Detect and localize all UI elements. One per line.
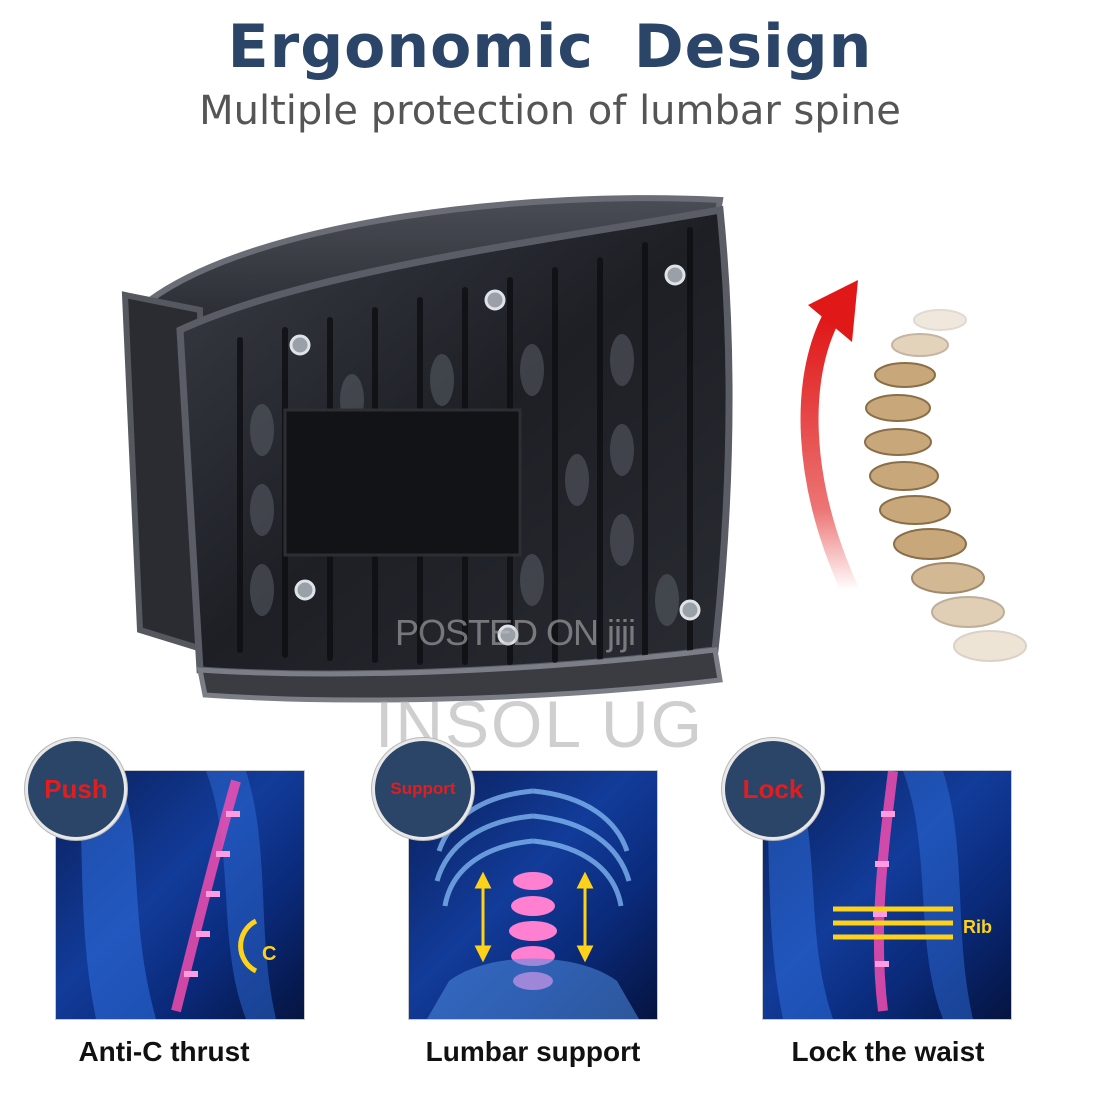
badge-lock: Lock [722, 738, 824, 840]
caption-anti-c: Anti-C thrust [78, 1036, 250, 1067]
badge-support: Support [372, 738, 474, 840]
watermark-posted: POSTED ON jiji [395, 612, 636, 653]
page-subtitle: Multiple protection of lumbar spine [199, 88, 901, 134]
ribcage-icon [427, 788, 639, 1019]
caption-lock-waist: Lock the waist [791, 1036, 985, 1067]
caption-lumbar-support: Lumbar support [425, 1036, 641, 1067]
feature-panel-lock: Rib [762, 770, 1012, 1020]
lumbar-belt-image [121, 195, 733, 703]
badge-push-label: Push [44, 773, 108, 804]
feature-panel-support [408, 770, 658, 1020]
badge-lock-label: Lock [742, 773, 804, 804]
badge-push: Push [25, 738, 127, 840]
rib-label: Rib [963, 917, 992, 937]
up-arrow-icon [800, 315, 859, 594]
spine-illustration [800, 280, 1027, 662]
page-title: Ergonomic Design [227, 12, 873, 82]
c-curve-label: C [262, 943, 277, 965]
badge-support-label: Support [390, 779, 456, 798]
